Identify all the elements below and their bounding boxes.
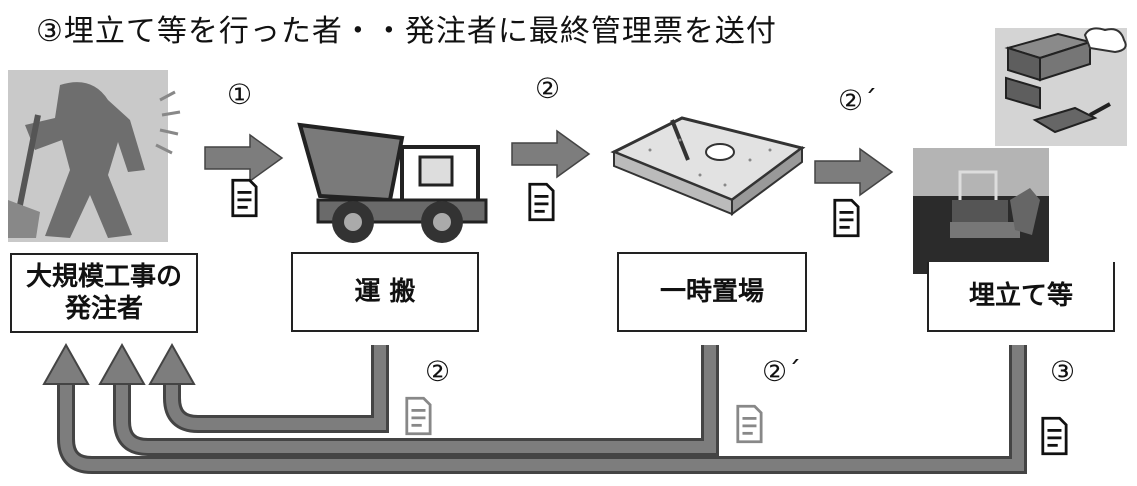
step-label-2-prime: ②´	[838, 84, 878, 117]
step-label-1: ①	[227, 78, 253, 111]
return-arrow-transport	[148, 342, 389, 433]
bulldozer-icon	[913, 148, 1049, 274]
step-label-2: ②	[535, 72, 561, 105]
return-label-3: ③	[1050, 355, 1076, 388]
document-icon	[1041, 416, 1068, 456]
return-arrow-temp-storage	[98, 342, 719, 456]
document-icon	[528, 182, 555, 222]
document-icon	[736, 404, 763, 444]
client-box: 大規模工事の 発注者	[10, 253, 198, 333]
dump-truck-icon	[297, 122, 488, 243]
document-icon	[231, 178, 258, 218]
construction-worker-icon	[8, 70, 181, 242]
forward-arrow-2	[511, 129, 591, 179]
return-arrow-landfill	[42, 342, 1027, 474]
temp-storage-box: 一時置場	[617, 252, 807, 332]
page-title: ③埋立て等を行った者・・発注者に最終管理票を送付	[36, 14, 777, 49]
landfill-box: 埋立て等	[927, 262, 1115, 332]
forward-arrow-1	[204, 133, 284, 183]
document-icon	[833, 198, 860, 238]
return-label-2: ②	[425, 355, 451, 388]
return-label-2-prime: ②´	[762, 355, 802, 388]
sandbox-icon	[610, 116, 806, 216]
transport-box: 運 搬	[291, 252, 479, 332]
bricks-trowel-icon	[995, 27, 1127, 146]
forward-arrow-3	[814, 147, 894, 197]
client-label: 大規模工事の 発注者	[25, 261, 182, 325]
temp-storage-label: 一時置場	[659, 276, 764, 307]
landfill-label: 埋立て等	[968, 280, 1073, 311]
transport-label: 運 搬	[354, 276, 416, 307]
document-icon	[405, 396, 432, 436]
